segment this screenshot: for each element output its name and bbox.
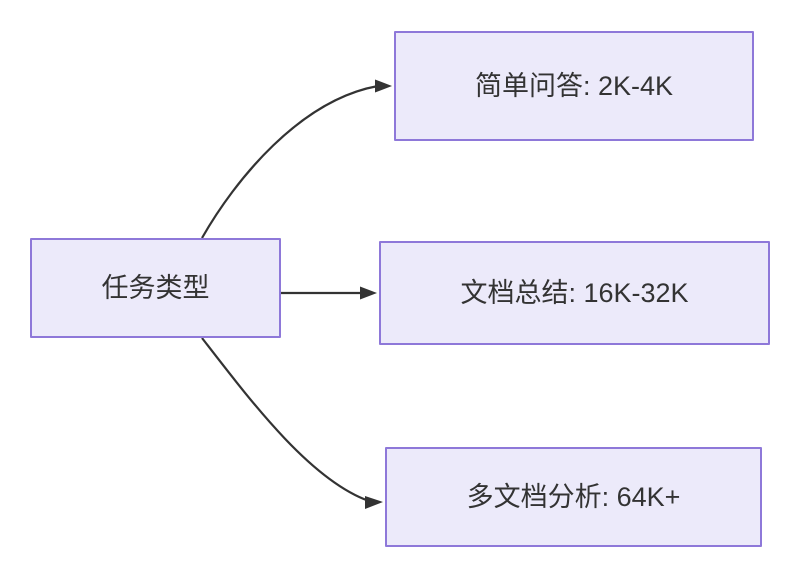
edge-task-type-to-simple-qa (201, 79, 392, 239)
edge-task-type-to-multi-doc (201, 337, 383, 509)
edge-path-multi-doc (201, 337, 370, 503)
node-task-type[interactable]: 任务类型 (30, 238, 281, 338)
node-multi-doc-label: 多文档分析: 64K+ (466, 481, 681, 512)
node-task-type-label: 任务类型 (101, 272, 210, 303)
node-multi-doc[interactable]: 多文档分析: 64K+ (385, 447, 762, 547)
arrowhead-simple-qa (375, 79, 392, 93)
edge-task-type-to-doc-summary (281, 286, 377, 300)
arrowhead-multi-doc (365, 496, 383, 509)
node-doc-summary-label: 文档总结: 16K-32K (460, 277, 689, 308)
node-doc-summary[interactable]: 文档总结: 16K-32K (379, 241, 770, 345)
arrowhead-doc-summary (360, 286, 377, 300)
node-simple-qa[interactable]: 简单问答: 2K-4K (394, 31, 754, 141)
edge-path-simple-qa (201, 84, 379, 239)
node-simple-qa-label: 简单问答: 2K-4K (474, 70, 674, 101)
